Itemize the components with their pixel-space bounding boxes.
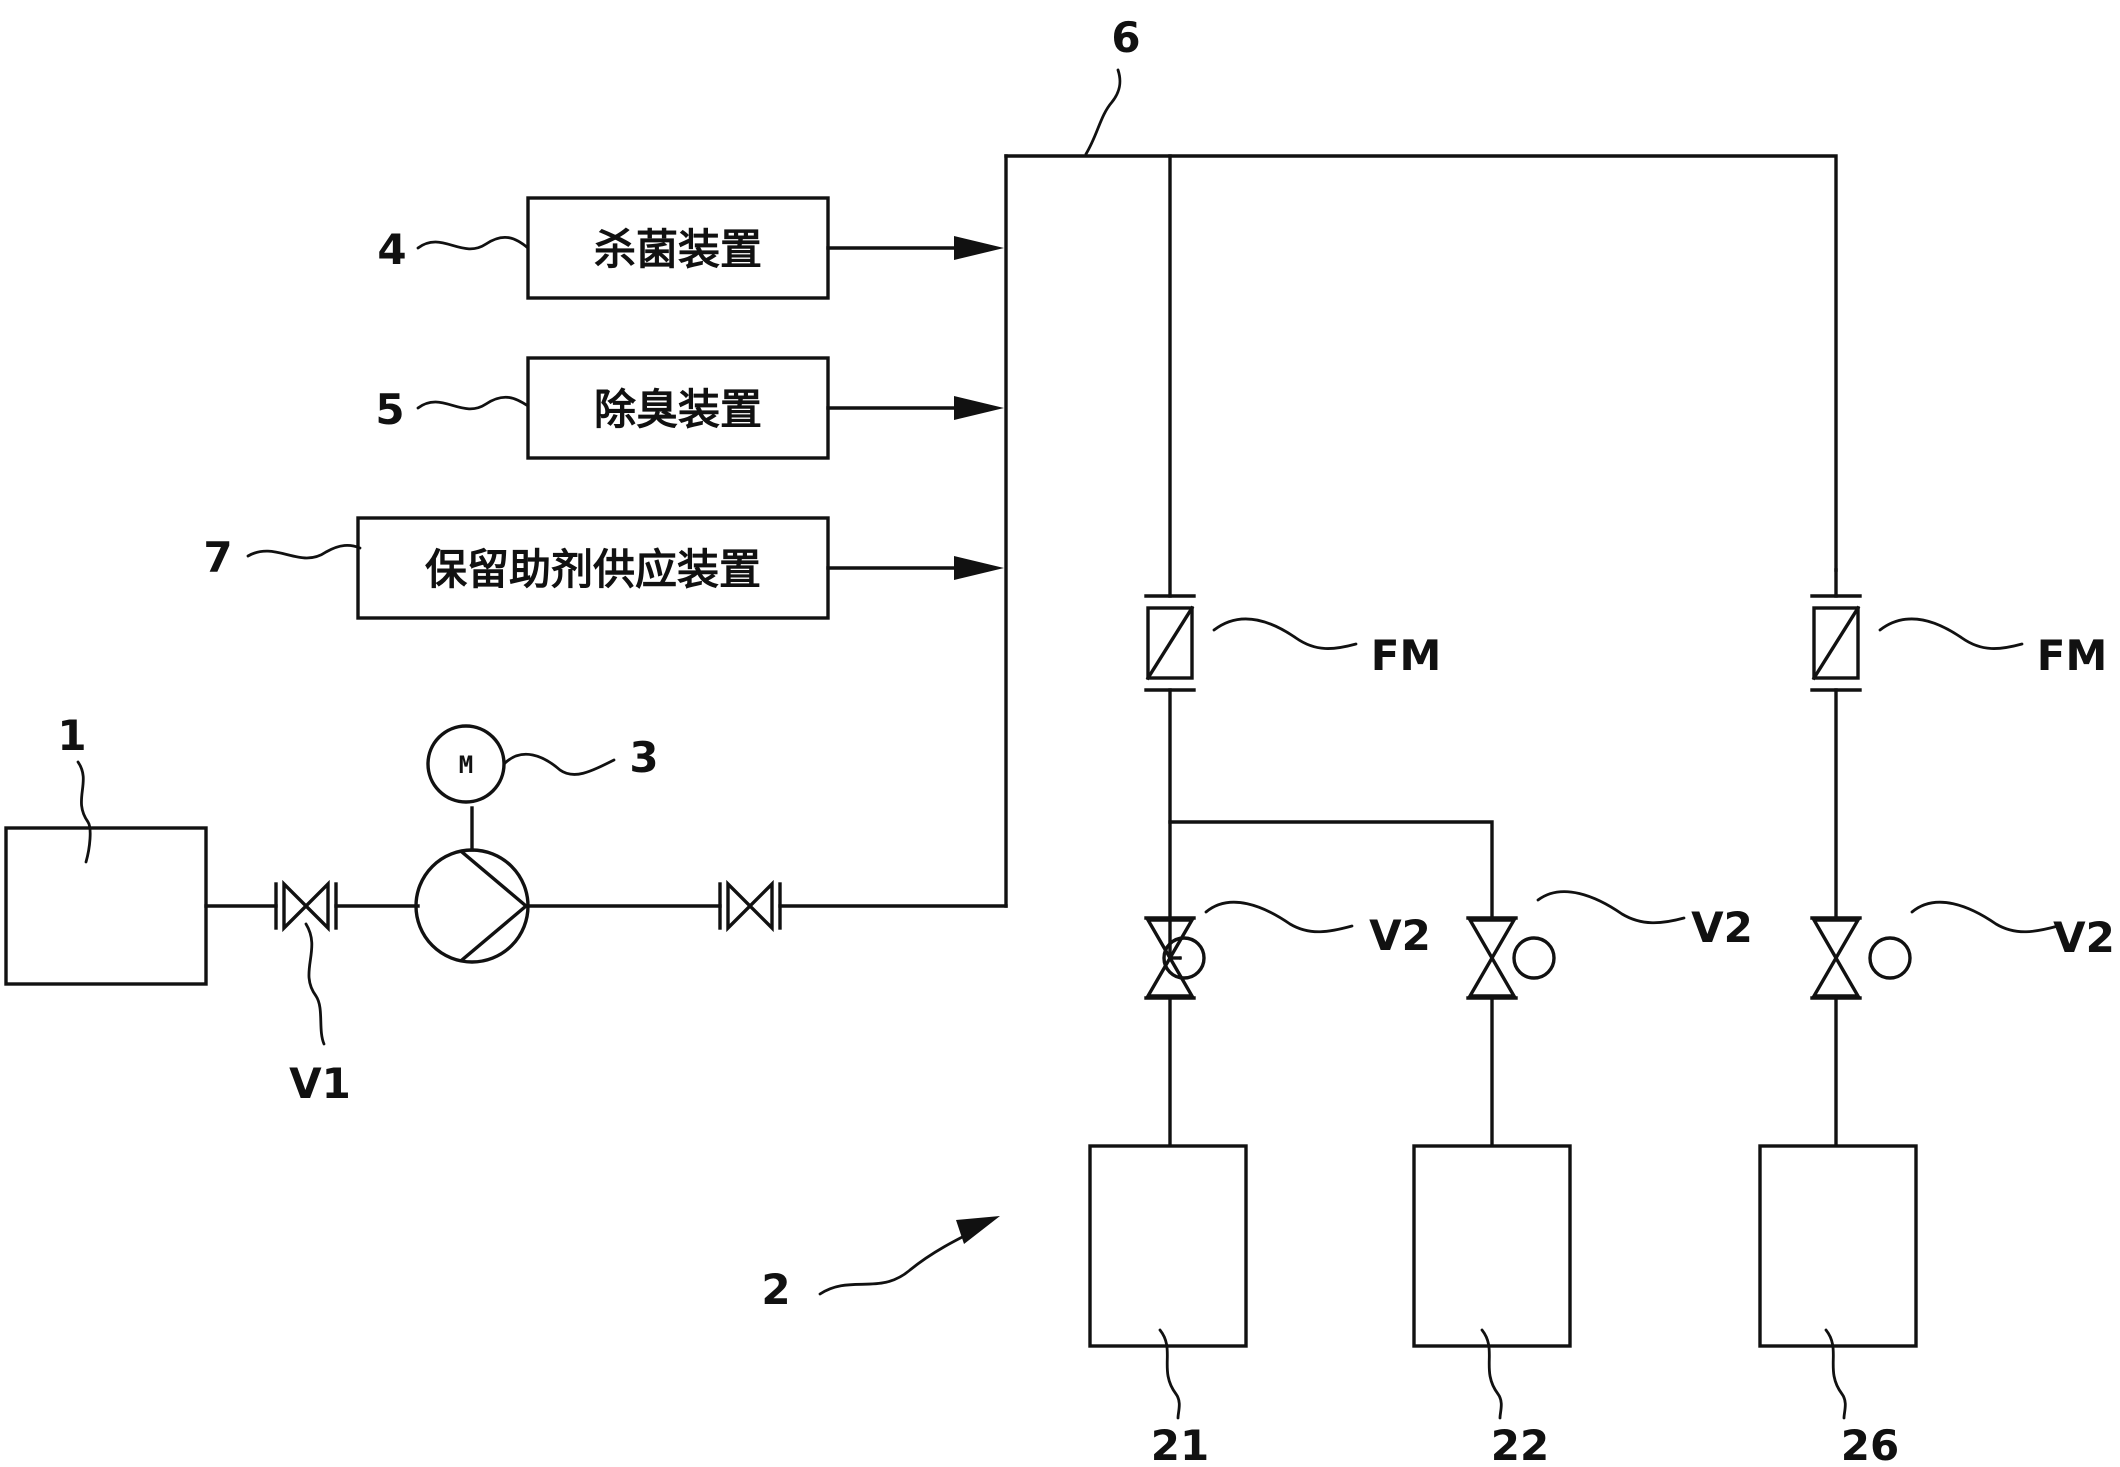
assembly-2-arrow-icon — [956, 1216, 1000, 1244]
label-6: 6 — [1111, 13, 1140, 62]
sterilizer-arrow-icon — [954, 236, 1004, 260]
tank-21 — [1088, 1144, 1248, 1348]
retention-aid-arrow-icon — [954, 556, 1004, 580]
deodorizer-device: 除臭装置 — [526, 356, 830, 460]
leader-lines — [76, 68, 2060, 1420]
pump-icon — [414, 848, 530, 964]
label-v2-c: V2 — [2053, 913, 2115, 962]
label-v1: V1 — [289, 1059, 351, 1108]
label-4: 4 — [377, 225, 406, 274]
retention-aid-label: 保留助剂供应装置 — [425, 545, 761, 594]
label-26: 26 — [1841, 1421, 1899, 1467]
flowmeter-b-icon — [1810, 594, 1862, 692]
label-5: 5 — [375, 385, 404, 434]
label-2: 2 — [761, 1265, 790, 1314]
solenoid-valve-21-icon — [1144, 916, 1206, 1000]
label-fm-b: FM — [2037, 631, 2108, 680]
retention-aid-device: 保留助剂供应装置 — [356, 516, 830, 620]
label-fm-a: FM — [1371, 631, 1442, 680]
label-3: 3 — [629, 733, 658, 782]
label-v2-a: V2 — [1369, 911, 1431, 960]
label-v2-b: V2 — [1691, 903, 1753, 952]
solenoid-valve-22-icon — [1466, 916, 1556, 1000]
solenoid-valve-26-icon — [1810, 916, 1912, 1000]
sterilizer-device: 杀菌装置 — [526, 196, 830, 300]
source-tank-1 — [4, 826, 208, 986]
branch-22-pipe — [1168, 820, 1494, 920]
deodorizer-arrow-icon — [954, 396, 1004, 420]
discharge-valve-icon — [718, 879, 782, 933]
sterilizer-label: 杀菌装置 — [594, 225, 762, 274]
tank-26 — [1758, 1144, 1918, 1348]
valve-v1-icon — [274, 879, 338, 933]
deodorizer-label: 除臭装置 — [594, 385, 762, 434]
label-1: 1 — [57, 711, 86, 760]
flowmeter-a-icon — [1144, 594, 1196, 692]
main-header-pipe — [1004, 154, 1838, 908]
motor-label: M — [459, 751, 473, 779]
label-7: 7 — [203, 533, 232, 582]
label-21: 21 — [1151, 1421, 1209, 1467]
tank-22 — [1412, 1144, 1572, 1348]
label-22: 22 — [1491, 1421, 1549, 1467]
motor-icon: M — [426, 724, 506, 804]
